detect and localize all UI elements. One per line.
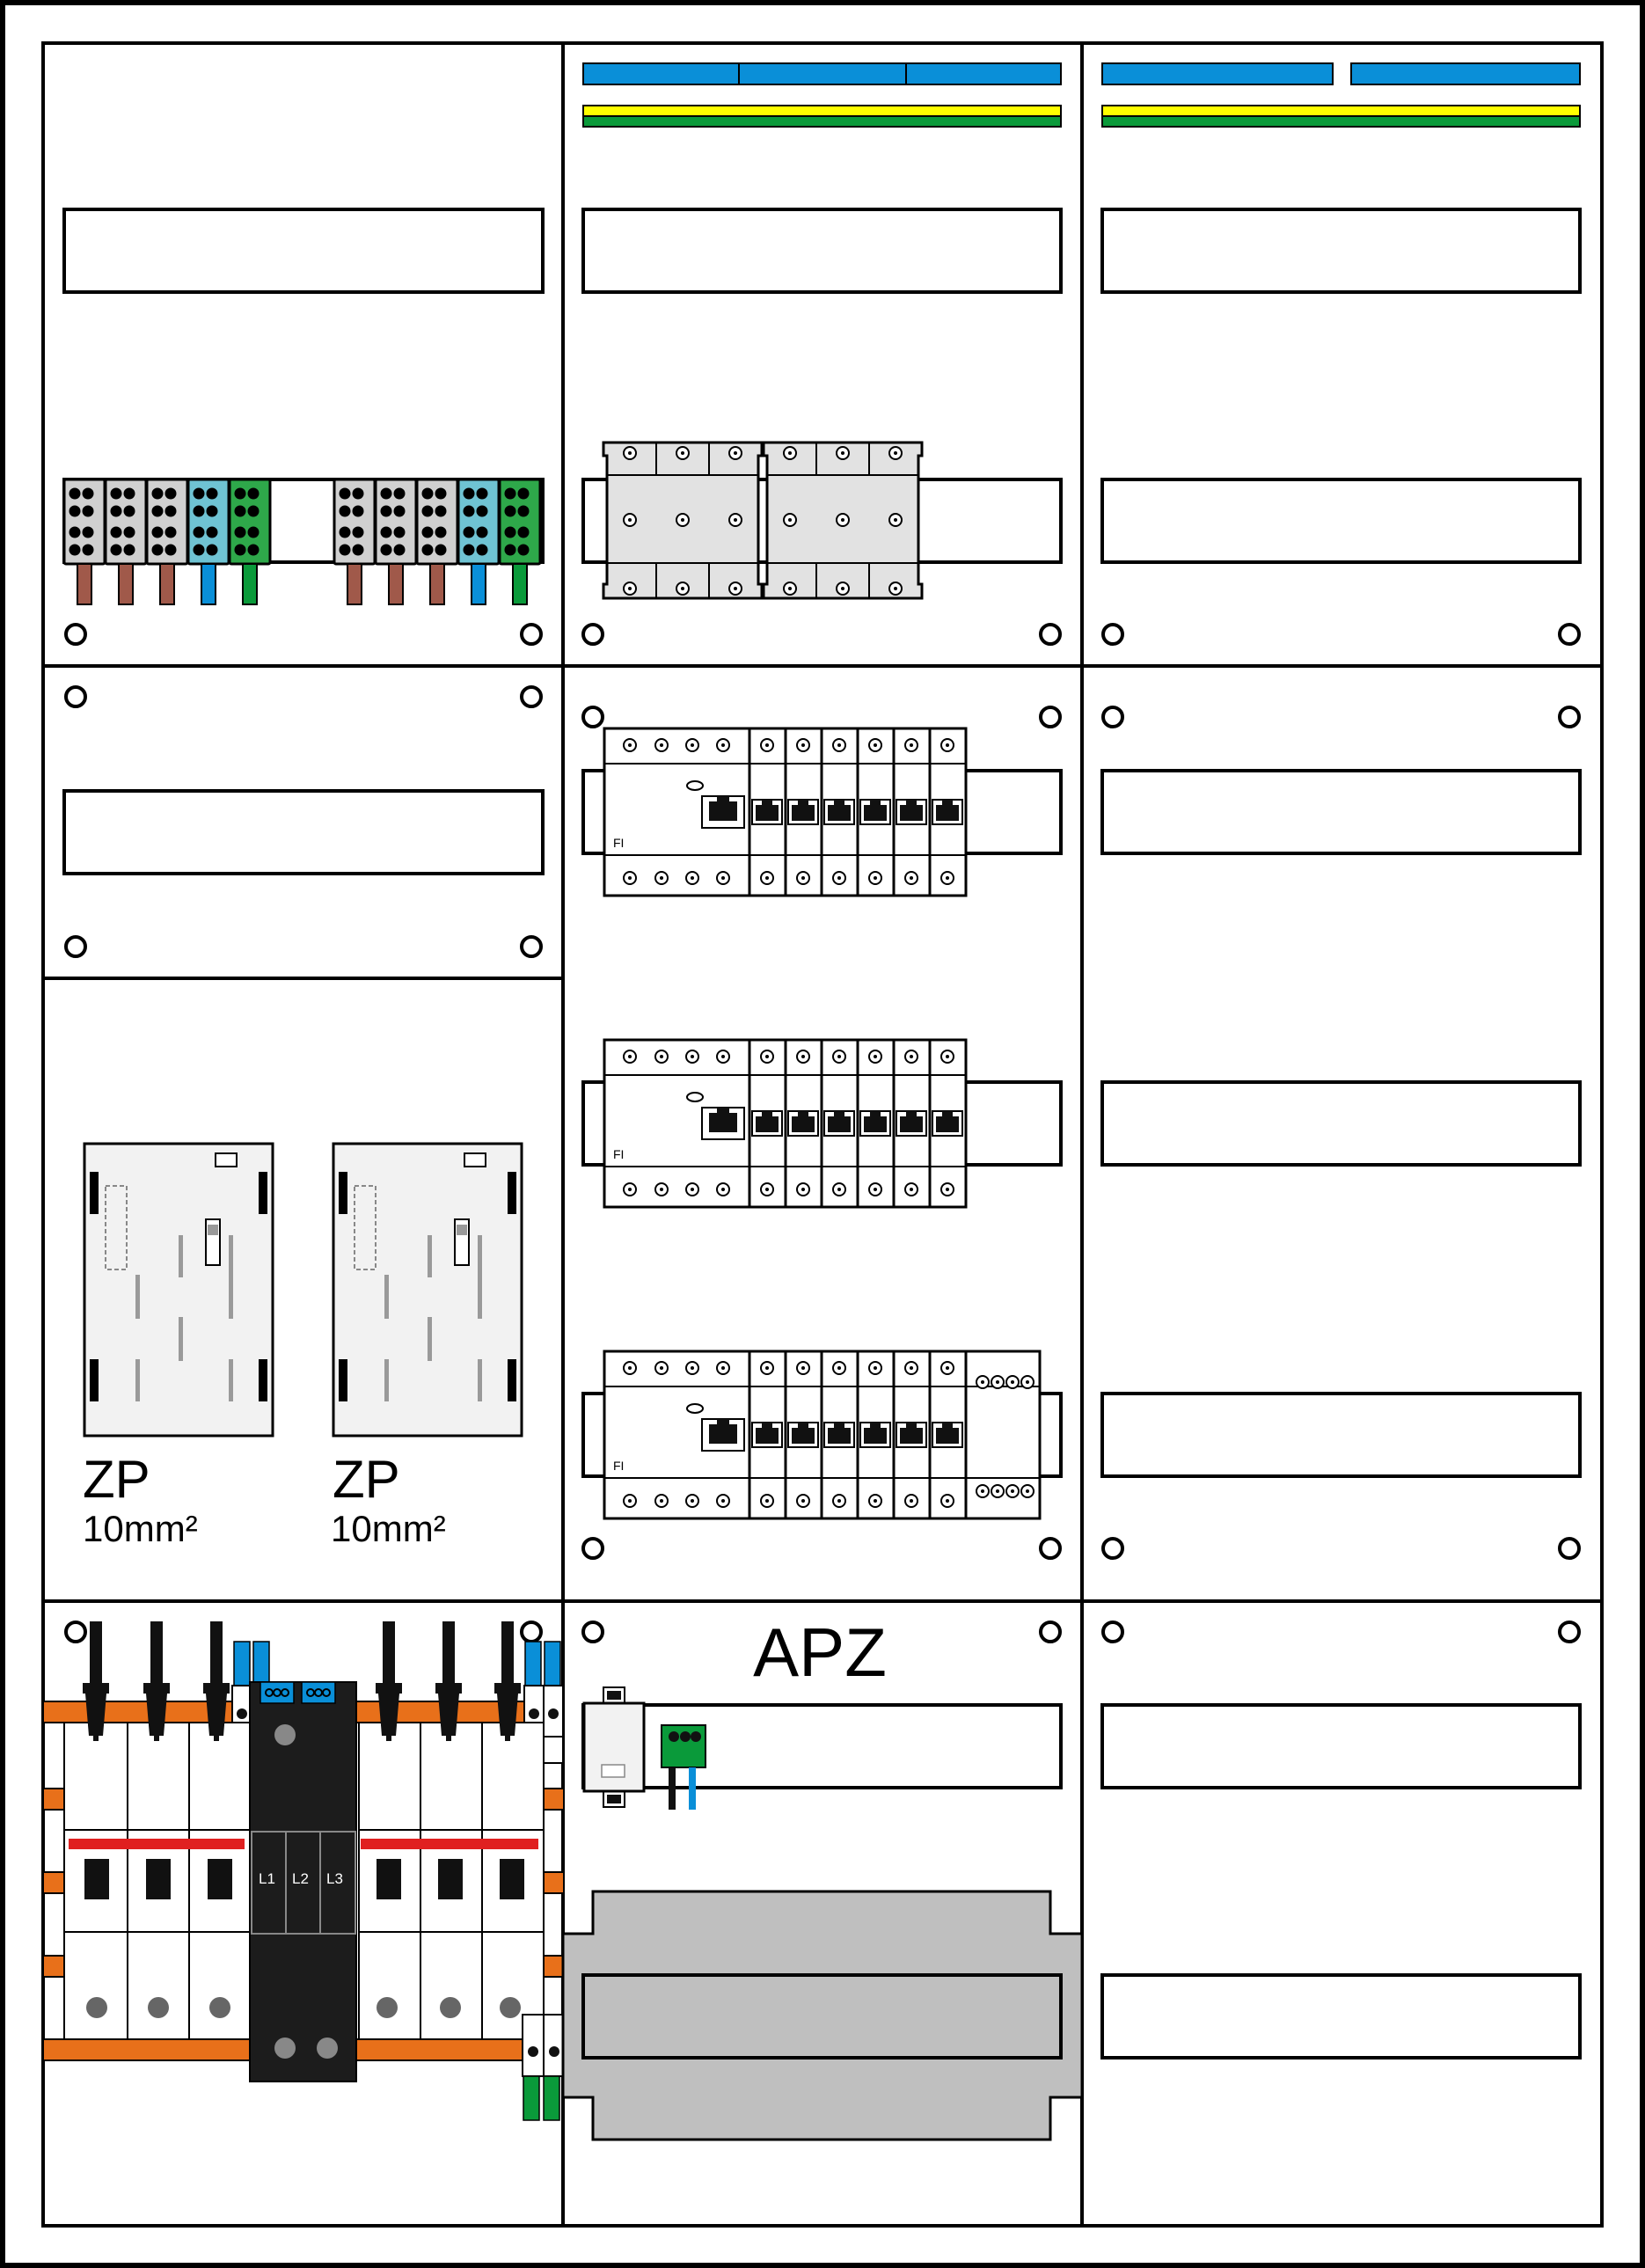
mounting-holes (64, 623, 1581, 1643)
zp-right-title: ZP (333, 1450, 400, 1509)
phase-label-l1: L1 (259, 1870, 275, 1887)
fi-label-1: FI (613, 836, 624, 850)
apz-housing (561, 1890, 1084, 2141)
label-strips (62, 208, 1582, 2059)
apz-label: APZ (753, 1613, 887, 1691)
zp-left-subtitle: 10mm² (83, 1508, 198, 1549)
zp-left-title: ZP (83, 1450, 150, 1509)
main-breaker-section: L1 L2 L3 (42, 1621, 566, 2121)
fi-label-2: FI (613, 1147, 624, 1161)
fi-label-3: FI (613, 1459, 624, 1473)
surge-protector (249, 1681, 357, 2082)
rcd-breaker-row-2: FI (581, 1038, 1063, 1209)
rcd-breaker-row-1: FI (581, 727, 1063, 897)
rcd-breaker-row-3: FI (581, 1350, 1063, 1520)
meter-socket-right (332, 1142, 523, 1438)
phase-label-l3: L3 (326, 1870, 343, 1887)
inner-frame (41, 41, 1604, 2228)
busbars-col2 (582, 62, 1062, 128)
phase-label-l2: L2 (292, 1870, 309, 1887)
main-switch-rail (581, 441, 1063, 600)
apz-rail (581, 1686, 1063, 1810)
terminal-blocks-group (62, 478, 545, 605)
meter-socket-left (83, 1142, 274, 1438)
zp-right-subtitle: 10mm² (331, 1508, 446, 1549)
busbars-col3 (1101, 62, 1581, 128)
